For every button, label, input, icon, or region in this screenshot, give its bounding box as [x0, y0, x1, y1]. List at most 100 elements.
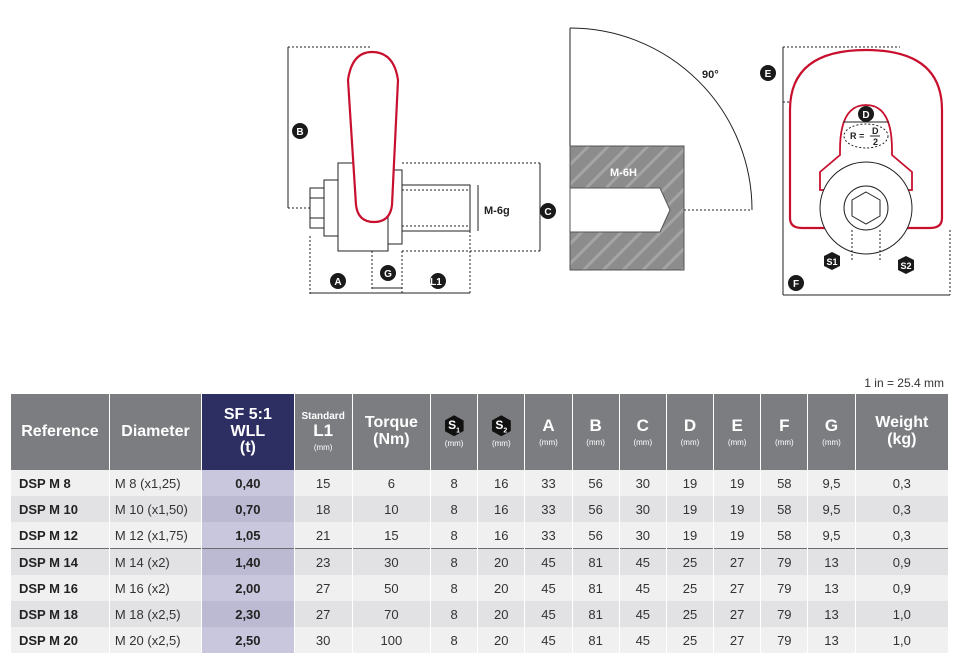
radius-formula: R = D 2: [850, 126, 880, 147]
cell-b: 81: [572, 601, 620, 627]
cell-c: 30: [619, 496, 667, 522]
side-view-drawing: [287, 46, 541, 295]
cell-s1: 8: [430, 548, 479, 575]
header-e: E(mm): [713, 394, 762, 470]
cell-wll: 2,00: [201, 575, 295, 601]
cell-e: 27: [713, 601, 762, 627]
dim-badge-s2: S2: [898, 256, 914, 274]
angle-label: 90°: [702, 69, 719, 81]
cell-g: 13: [807, 601, 856, 627]
cell-s2: 16: [477, 496, 526, 522]
cell-s2: 20: [477, 627, 526, 653]
cell-a: 33: [524, 522, 573, 549]
cell-weight: 1,0: [855, 627, 950, 653]
header-s1: S1 (mm): [430, 394, 479, 470]
header-reference: Reference: [11, 394, 110, 470]
cell-g: 13: [807, 548, 856, 575]
cell-l1: 27: [294, 601, 353, 627]
cell-weight: 0,9: [855, 548, 950, 575]
svg-text:R =: R =: [850, 131, 864, 141]
cell-a: 33: [524, 470, 573, 496]
header-a: A(mm): [524, 394, 573, 470]
cell-f: 58: [760, 470, 809, 496]
cell-g: 9,5: [807, 496, 856, 522]
cell-g: 13: [807, 627, 856, 653]
cell-diameter: M 18 (x2,5): [109, 601, 203, 627]
dim-badge-g: G: [380, 265, 396, 281]
dim-badge-e: E: [760, 65, 776, 81]
cell-wll: 2,50: [201, 627, 295, 653]
cell-f: 79: [760, 548, 809, 575]
cell-d: 25: [666, 575, 715, 601]
svg-text:D: D: [872, 126, 879, 136]
cell-torque: 15: [352, 522, 432, 549]
cell-d: 25: [666, 627, 715, 653]
cell-f: 79: [760, 627, 809, 653]
cell-weight: 0,3: [855, 496, 950, 522]
header-torque: Torque (Nm): [352, 394, 432, 470]
cell-f: 58: [760, 522, 809, 549]
svg-text:L1: L1: [430, 277, 442, 288]
cell-a: 33: [524, 496, 573, 522]
cell-l1: 23: [294, 548, 353, 575]
cell-d: 25: [666, 601, 715, 627]
header-c: C(mm): [619, 394, 667, 470]
svg-text:F: F: [793, 279, 799, 290]
cell-wll: 1,40: [201, 548, 295, 575]
cell-d: 25: [666, 548, 715, 575]
cell-s1: 8: [430, 601, 479, 627]
cell-s1: 8: [430, 627, 479, 653]
cell-c: 30: [619, 522, 667, 549]
cell-b: 81: [572, 548, 620, 575]
svg-text:C: C: [544, 207, 551, 218]
cell-c: 30: [619, 470, 667, 496]
cell-s2: 20: [477, 601, 526, 627]
cell-diameter: M 10 (x1,50): [109, 496, 203, 522]
cell-a: 45: [524, 601, 573, 627]
cell-d: 19: [666, 470, 715, 496]
cell-weight: 0,9: [855, 575, 950, 601]
cell-b: 56: [572, 470, 620, 496]
svg-text:E: E: [765, 69, 772, 80]
dim-badge-f: F: [788, 275, 804, 291]
table-header-row: Reference Diameter SF 5:1 WLL (t) Standa…: [11, 394, 950, 470]
cell-s1: 8: [430, 496, 479, 522]
cell-torque: 30: [352, 548, 432, 575]
cell-d: 19: [666, 496, 715, 522]
header-weight: Weight (kg): [855, 394, 950, 470]
cell-a: 45: [524, 548, 573, 575]
cell-s2: 16: [477, 470, 526, 496]
header-d: D(mm): [666, 394, 715, 470]
cell-l1: 30: [294, 627, 353, 653]
unit-conversion-note: 1 in = 25.4 mm: [864, 376, 944, 390]
cell-l1: 21: [294, 522, 353, 549]
cell-b: 56: [572, 496, 620, 522]
cell-s2: 20: [477, 548, 526, 575]
cell-wll: 0,70: [201, 496, 295, 522]
cell-l1: 18: [294, 496, 353, 522]
thread-label-m6g: M-6g: [484, 205, 510, 217]
header-b: B(mm): [572, 394, 620, 470]
cell-c: 45: [619, 575, 667, 601]
cell-torque: 10: [352, 496, 432, 522]
s2-hex-icon: S2: [491, 415, 511, 437]
cell-e: 19: [713, 496, 762, 522]
cell-torque: 6: [352, 470, 432, 496]
dim-badge-d: D: [858, 106, 874, 122]
svg-text:S1: S1: [826, 257, 837, 267]
cell-torque: 50: [352, 575, 432, 601]
s1-hex-icon: S1: [444, 415, 464, 437]
cell-torque: 100: [352, 627, 432, 653]
cell-g: 9,5: [807, 522, 856, 549]
cell-wll: 1,05: [201, 522, 295, 549]
header-sf-wll: SF 5:1 WLL (t): [201, 394, 295, 470]
cell-reference: DSP M 18: [11, 601, 110, 627]
